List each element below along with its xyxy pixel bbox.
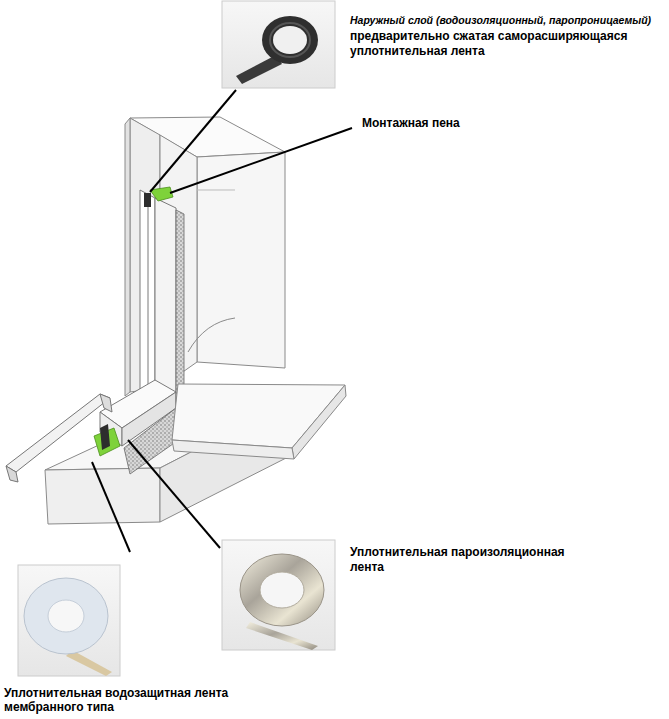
vapour-tape-side <box>176 210 184 408</box>
tape-photo-membrane <box>18 565 120 676</box>
callout-label: предварительно сжатая саморасширяющаяся … <box>350 29 664 59</box>
callout-label: Наружный слой (водоизоляционный, паропро… <box>350 13 664 27</box>
label-anchor: Наружный слой (водоизоляционный, паропро… <box>350 13 664 27</box>
tape-photo-vapour <box>222 540 335 650</box>
tape-photo-top <box>222 1 335 88</box>
window-frame <box>100 190 176 446</box>
label-anchor: Монтажная пена <box>362 116 582 131</box>
membrane-tape-joint <box>100 424 110 450</box>
window-sill-board <box>172 384 346 459</box>
label-anchor: Уплотнительная пароизоляционная лента <box>350 545 600 575</box>
label-anchor: Уплотнительная водозащитная лента мембра… <box>4 686 304 714</box>
callout-label: Уплотнительная водозащитная лента мембра… <box>4 686 304 714</box>
callout-label: Уплотнительная пароизоляционная лента <box>350 545 600 575</box>
label-anchor: предварительно сжатая саморасширяющаяся … <box>350 29 664 59</box>
compressed-tape <box>144 193 151 207</box>
callout-label: Монтажная пена <box>362 116 582 131</box>
leader-lines <box>92 90 352 552</box>
